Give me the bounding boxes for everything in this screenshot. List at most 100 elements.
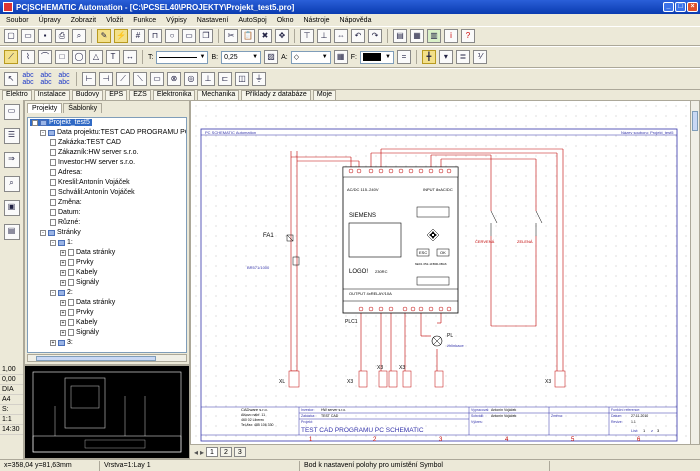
tree-node[interactable]: Zákazník:HW server s.r.o. [50, 149, 139, 156]
expand-icon[interactable]: + [60, 259, 66, 266]
expand-icon[interactable]: + [60, 269, 66, 276]
symbol-icon[interactable]: ⊓ [148, 29, 162, 43]
pattern-icon[interactable]: ▦ [333, 50, 348, 64]
lamp-icon[interactable]: ⊗ [167, 72, 181, 86]
menu-nastaveni[interactable]: Nastavení [196, 16, 229, 24]
schematic-drawing[interactable]: PC SCHEMATIC Automation Název souboru: P… [191, 101, 691, 444]
line-type-select[interactable]: ▼ [156, 50, 209, 64]
mirror-icon[interactable]: ⇔ [334, 29, 348, 43]
tab-instalace[interactable]: Instalace [33, 90, 70, 100]
tree-node[interactable]: +Data stránky [60, 249, 115, 256]
part-list-icon[interactable]: ▥ [427, 29, 441, 43]
expand-icon[interactable]: + [60, 329, 66, 336]
rectangle-icon[interactable]: □ [55, 50, 69, 64]
page-tab-1[interactable]: 1 [206, 447, 218, 457]
tree-node[interactable]: +Kabely [60, 319, 97, 326]
menu-soubor[interactable]: Soubor [6, 16, 29, 24]
window-icon[interactable]: ▣ [3, 200, 20, 216]
collapse-icon[interactable]: - [40, 229, 46, 236]
switch-icon[interactable]: ⟋ [116, 72, 130, 86]
new-file-icon[interactable]: ▢ [4, 29, 18, 43]
coil-icon[interactable]: ▭ [150, 72, 164, 86]
tab-mechanika[interactable]: Mechanika [197, 90, 240, 100]
equals-icon[interactable]: = [396, 50, 411, 64]
page-tab-3[interactable]: 3 [233, 447, 246, 457]
delete-icon[interactable]: ✖ [258, 29, 272, 43]
line-icon[interactable]: ⟋ [4, 50, 18, 64]
page-tab-2[interactable]: 2 [219, 447, 232, 457]
tree-node[interactable]: Kreslil:Antonín Vojáček [50, 179, 130, 186]
help-icon[interactable]: ? [461, 29, 475, 43]
grid-icon[interactable]: # [131, 29, 145, 43]
open-folder-icon[interactable]: ▭ [21, 29, 35, 43]
menu-zobrazit[interactable]: Zobrazit [70, 16, 97, 24]
print-icon[interactable]: ⎙ [55, 29, 69, 43]
tree-node[interactable]: +Signály [60, 329, 99, 336]
expand-icon[interactable]: + [60, 249, 66, 256]
tab-elektro[interactable]: Elektro [2, 90, 32, 100]
hatch-icon[interactable]: ▨ [264, 50, 279, 64]
project-tree[interactable]: -Projekt_test5-Data projektu:TEST CAD PR… [27, 117, 187, 353]
collapse-icon[interactable]: - [40, 129, 46, 136]
collapse-icon[interactable]: - [50, 239, 56, 246]
tree-node[interactable]: Schválil:Antonín Vojáček [50, 189, 135, 196]
tree-node[interactable]: -1: [50, 239, 73, 246]
fill-color-select[interactable]: ▼ [359, 50, 394, 64]
tree-scrollbar[interactable] [27, 354, 187, 362]
menu-autospoj[interactable]: AutoSpoj [238, 16, 267, 24]
menu-napoveda[interactable]: Nápověda [339, 16, 372, 24]
calculator-icon[interactable]: ▦ [410, 29, 424, 43]
next-page-icon[interactable]: ▸ [200, 447, 205, 457]
collapse-icon[interactable]: - [50, 289, 56, 296]
terminal-icon[interactable]: ⊥ [201, 72, 215, 86]
tab-moje[interactable]: Moje [312, 90, 336, 100]
switch-2-icon[interactable]: ⟍ [133, 72, 147, 86]
save-icon[interactable]: ▪ [38, 29, 52, 43]
dimension-icon[interactable]: ↔ [123, 50, 137, 64]
cut-icon[interactable]: ✂ [224, 29, 238, 43]
monitor-icon[interactable]: ▤ [3, 224, 20, 240]
tree-node[interactable]: +Prvky [60, 309, 94, 316]
tab-sablonky[interactable]: Šablonky [63, 103, 103, 113]
close-button[interactable]: × [687, 2, 698, 12]
fuse-icon[interactable]: ⊏ [218, 72, 232, 86]
expand-icon[interactable]: + [60, 309, 66, 316]
arrow-right-icon[interactable]: ⇒ [3, 152, 20, 168]
motor-icon[interactable]: ◎ [184, 72, 198, 86]
ground-icon[interactable]: ⏚ [252, 72, 266, 86]
angle-select[interactable]: ◇ ▼ [290, 50, 331, 64]
tab-ezs[interactable]: EZS [129, 90, 151, 100]
tree-node[interactable]: Zakázka:TEST CAD [50, 139, 121, 146]
text-field-icon[interactable]: ▭ [182, 29, 196, 43]
collapse-icon[interactable]: - [32, 119, 38, 126]
ellipse-icon[interactable]: ◯ [72, 50, 86, 64]
table-fraction-icon[interactable]: ⅟ [472, 50, 487, 64]
redo-icon[interactable]: ↷ [368, 29, 382, 43]
triangle-icon[interactable]: △ [89, 50, 103, 64]
menu-funkce[interactable]: Funkce [133, 16, 157, 24]
dropdown-arrow-icon[interactable]: ▾ [438, 50, 453, 64]
circle-icon[interactable]: ○ [165, 29, 179, 43]
tree-node[interactable]: +Data stránky [60, 299, 115, 306]
expand-icon[interactable]: + [50, 339, 56, 346]
pencil-icon[interactable]: ✎ [97, 29, 111, 43]
tab-elektronika[interactable]: Elektronika [152, 90, 196, 100]
snap-icon[interactable]: ╋ [421, 50, 436, 64]
page-preview[interactable] [24, 365, 190, 459]
menu-okno[interactable]: Okno [276, 16, 294, 24]
list-icon[interactable]: ☰ [3, 128, 20, 144]
tree-node[interactable]: +3: [50, 339, 73, 346]
tree-node[interactable]: Datum: [50, 209, 81, 216]
prev-page-icon[interactable]: ◂ [194, 447, 199, 457]
tree-node[interactable]: -Stránky [40, 229, 81, 236]
align-icon[interactable]: ⊤ [300, 29, 314, 43]
drawing-canvas[interactable]: PC SCHEMATIC Automation Název souboru: P… [190, 100, 700, 445]
contact-no-icon[interactable]: ⊢ [82, 72, 96, 86]
expand-icon[interactable]: + [60, 319, 66, 326]
zoom-icon[interactable]: ⌕ [3, 176, 20, 192]
contact-nc-icon[interactable]: ⊣ [99, 72, 113, 86]
line-width-select[interactable]: 0,25 ▼ [221, 50, 262, 64]
